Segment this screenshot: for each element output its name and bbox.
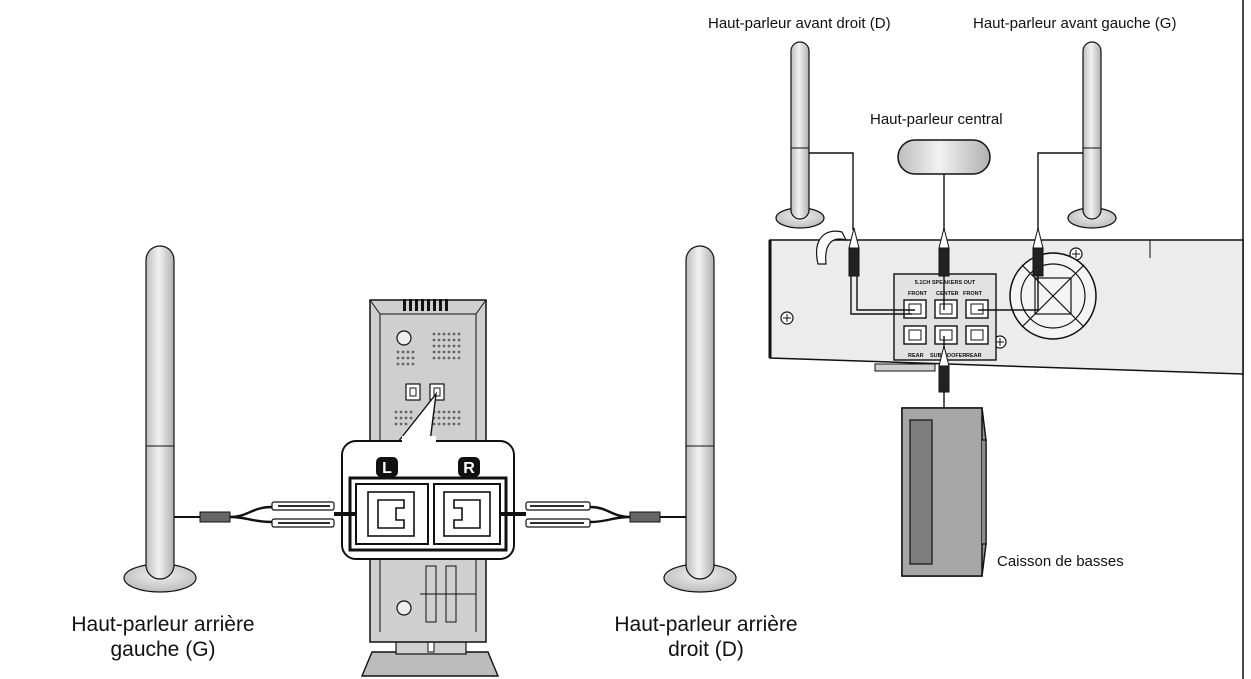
fan-grille [1009,252,1097,340]
panel-center-label: CENTER [936,291,959,297]
receiver-rear-panel: 5.1CH SPEAKERS OUT FRONT CENTER FRONT RE… [768,230,1244,375]
rear-left-speaker-label: Haut-parleur arrière gauche (G) [58,612,268,662]
front-cable-plugs [848,227,1044,393]
rear-left-cable [174,501,356,528]
panel-front-l-label: FRONT [963,291,983,297]
rear-right-speaker-label: Haut-parleur arrière droit (D) [601,612,811,662]
rear-right-label-line1: Haut-parleur arrière [614,613,798,636]
subwoofer [901,407,987,577]
front-left-speaker [1067,41,1117,229]
rear-left-label-line1: Haut-parleur arrière [71,613,255,636]
rear-right-cable [500,501,686,528]
panel-rear-r-label: REAR [908,353,924,359]
panel-subwoofer-label: SUBWOOFER [930,353,966,359]
terminal-zoom-callout: L R [341,391,515,560]
badge-left-label: L [382,460,392,477]
center-speaker [897,139,991,175]
panel-rear-l-label: REAR [966,353,982,359]
rear-left-label-line2: gauche (G) [110,638,216,661]
center-speaker-label: Haut-parleur central [870,111,1003,128]
panel-title: 5.1CH SPEAKERS OUT [915,280,976,286]
rear-right-speaker [663,245,737,593]
panel-front-r-label: FRONT [908,291,928,297]
front-right-speaker-label: Haut-parleur avant droit (D) [708,15,891,32]
rear-right-label-line2: droit (D) [668,638,744,661]
front-left-speaker-label: Haut-parleur avant gauche (G) [973,15,1177,32]
badge-right-label: R [463,460,475,477]
rear-left-speaker [123,245,197,593]
subwoofer-label: Caisson de basses [997,553,1124,570]
front-right-speaker [775,41,825,229]
